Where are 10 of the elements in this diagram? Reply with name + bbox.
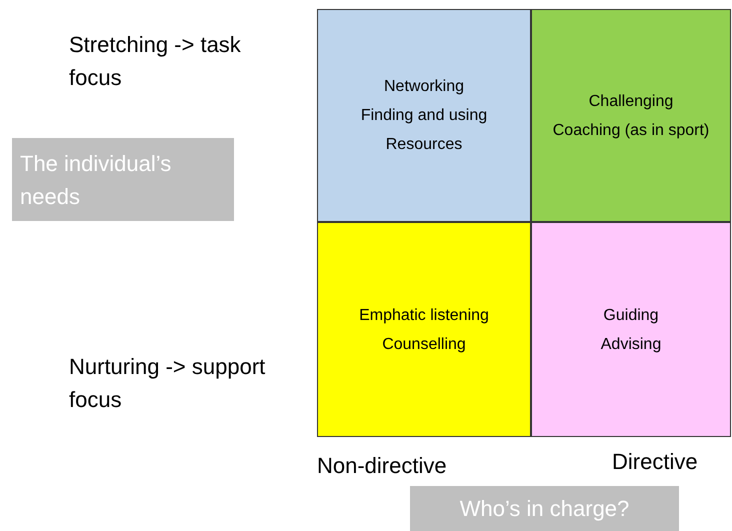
axis-label: Non-directive: [317, 452, 448, 480]
category-box: The individual’s needs: [12, 138, 234, 221]
quadrant-box: Challenging Coaching (as in sport): [531, 9, 731, 222]
category-box: Who’s in charge?: [410, 486, 679, 531]
quadrant-box: Guiding Advising: [531, 222, 731, 437]
axis-label: Nurturing -> support focus: [69, 353, 266, 414]
quadrant-box: Networking Finding and using Resources: [317, 9, 531, 222]
axis-label: Directive: [612, 448, 699, 476]
axis-label: Stretching -> task focus: [69, 31, 242, 92]
quadrant-box: Emphatic listening Counselling: [317, 222, 531, 437]
